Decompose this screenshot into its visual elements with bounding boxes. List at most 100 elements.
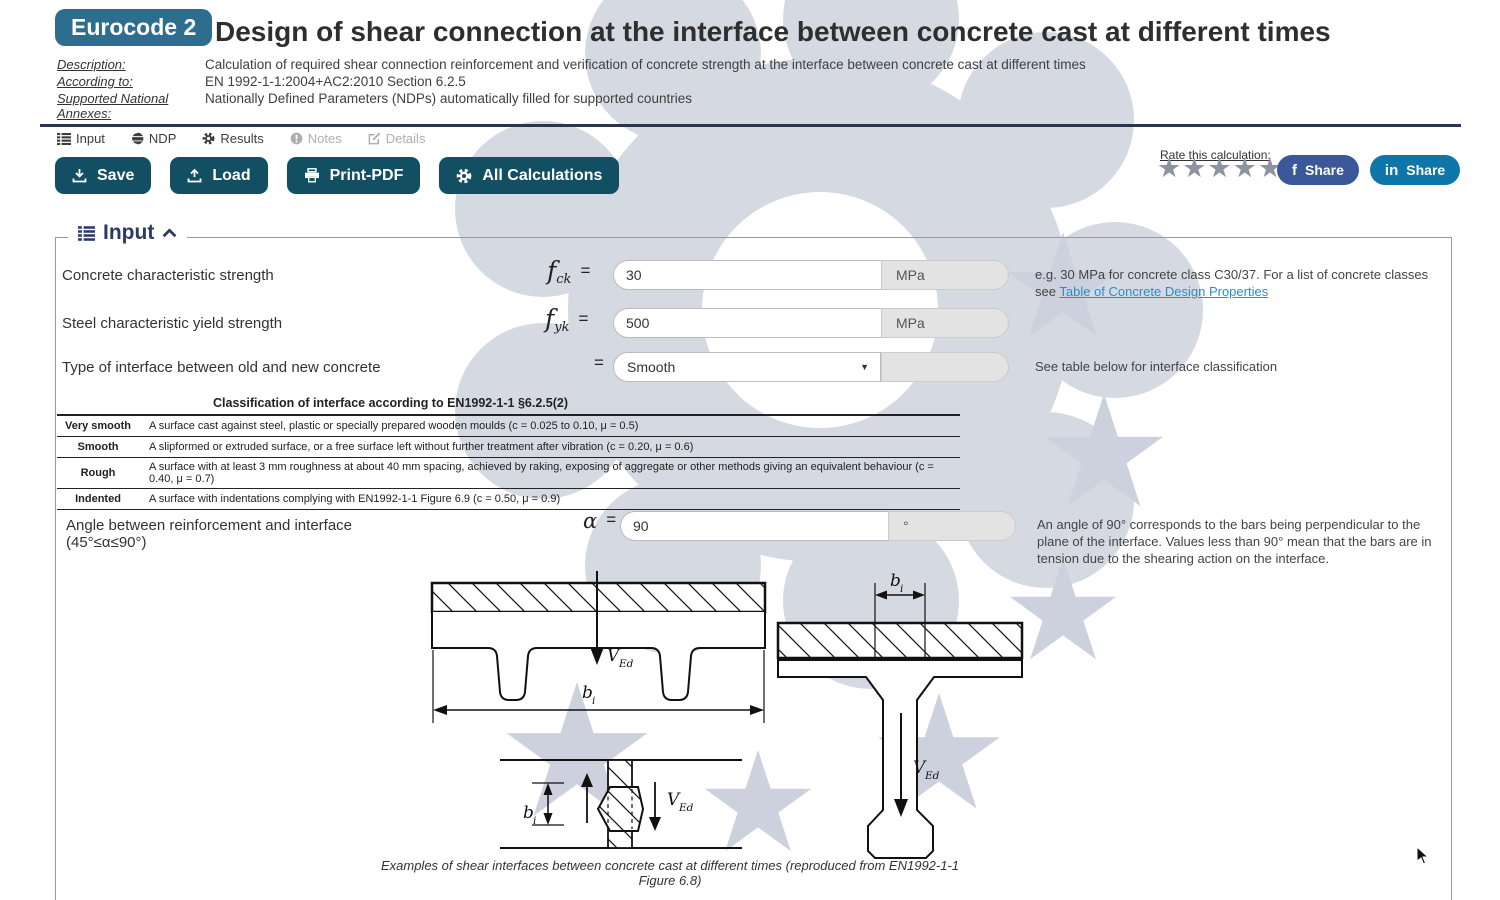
all-calculations-button-label: All Calculations: [482, 166, 603, 184]
tab-results[interactable]: Results: [202, 131, 264, 146]
meta-label-annexes: Supported National Annexes:: [57, 91, 169, 121]
svg-text:Ed: Ed: [618, 658, 634, 670]
gear-icon: [202, 132, 215, 145]
interface-unit-empty: [881, 352, 1009, 382]
chevron-up-icon: [162, 228, 177, 238]
linkedin-share-label: Share: [1406, 162, 1446, 178]
classification-table: Very smooth A surface cast against steel…: [57, 414, 960, 510]
facebook-share-button[interactable]: f Share: [1277, 155, 1359, 185]
tab-ndp[interactable]: NDP: [131, 131, 176, 146]
fck-input[interactable]: [613, 260, 881, 290]
linkedin-icon: in: [1384, 161, 1399, 179]
meta-label-description: Description:: [57, 57, 126, 72]
svg-text:b: b: [582, 683, 593, 703]
upload-icon: [187, 168, 202, 183]
header-meta: Description: Calculation of required she…: [57, 57, 1086, 121]
print-pdf-button-label: Print-PDF: [329, 166, 404, 184]
svg-text:Ed: Ed: [678, 802, 694, 814]
tab-input-label: Input: [76, 131, 105, 146]
alpha-input[interactable]: [620, 511, 888, 541]
tab-details-label: Details: [385, 131, 426, 146]
tab-bar: Input NDP Results Notes Details: [57, 131, 425, 146]
table-row: Rough A surface with at least 3 mm rough…: [57, 458, 960, 489]
download-icon: [72, 169, 87, 183]
meta-value-description: Calculation of required shear connection…: [205, 57, 1086, 72]
svg-text:i: i: [592, 695, 595, 707]
shear-interface-figure: V Ed b i b i V Ed: [430, 571, 1024, 859]
svg-text:b: b: [890, 571, 901, 591]
share-buttons: f Share in Share: [1277, 155, 1461, 185]
classification-table-title: Classification of interface according to…: [213, 396, 568, 410]
dropdown-caret-icon: ▼: [860, 362, 869, 372]
figure-caption: Examples of shear interfaces between con…: [380, 858, 960, 888]
input-section-border: [55, 237, 1452, 900]
meta-value-annexes: Nationally Defined Parameters (NDPs) aut…: [205, 91, 692, 106]
alpha-unit: °: [888, 511, 1016, 541]
fyk-label: Steel characteristic yield strength: [62, 315, 283, 332]
alpha-symbol: α =: [583, 509, 617, 533]
eurocode2-badge: Eurocode 2: [55, 9, 213, 46]
alpha-input-group: °: [620, 511, 1016, 541]
fck-help: e.g. 30 MPa for concrete class C30/37. F…: [1035, 267, 1429, 300]
tab-input[interactable]: Input: [57, 131, 105, 146]
list-icon: [78, 225, 95, 241]
info-icon: [290, 132, 303, 145]
concrete-properties-link[interactable]: Table of Concrete Design Properties: [1059, 284, 1269, 300]
watermark-stars: [506, 232, 1163, 852]
fyk-input[interactable]: [613, 308, 881, 338]
fck-label: Concrete characteristic strength: [62, 267, 274, 284]
input-section-title: Input: [103, 221, 155, 244]
tab-notes[interactable]: Notes: [290, 131, 342, 146]
linkedin-share-button[interactable]: in Share: [1369, 155, 1461, 185]
interface-type-select[interactable]: Smooth ▼: [613, 352, 881, 382]
toolbar: Save Load Print-PDF All Calculations: [55, 157, 620, 194]
load-button[interactable]: Load: [170, 157, 268, 194]
table-row: Indented A surface with indentations com…: [57, 489, 960, 510]
svg-text:Ed: Ed: [924, 770, 940, 782]
save-button[interactable]: Save: [55, 157, 152, 194]
interface-help: See table below for interface classifica…: [1035, 359, 1278, 374]
edit-icon: [368, 132, 380, 145]
table-row: Very smooth A surface cast against steel…: [57, 416, 960, 437]
input-section-legend[interactable]: Input: [68, 221, 188, 245]
meta-label-according-to: According to:: [57, 74, 133, 89]
diagram-shear-key: b i V Ed: [500, 759, 742, 849]
interface-eq: =: [594, 353, 604, 372]
svg-text:V: V: [913, 758, 927, 778]
facebook-icon: f: [1292, 161, 1297, 179]
mouse-cursor: [1416, 846, 1430, 865]
meta-value-according-to: EN 1992-1-1:2004+AC2:2010 Section 6.2.5: [205, 74, 466, 89]
svg-text:b: b: [523, 803, 534, 823]
header-divider: [40, 124, 1461, 127]
svg-text:i: i: [900, 583, 903, 595]
load-button-label: Load: [212, 166, 251, 184]
fyk-input-group: MPa: [613, 308, 1009, 338]
all-calculations-button[interactable]: All Calculations: [439, 157, 620, 194]
fyk-unit: MPa: [881, 308, 1009, 338]
tab-notes-label: Notes: [307, 131, 342, 146]
interface-type-label: Type of interface between old and new co…: [62, 359, 381, 376]
svg-text:i: i: [533, 815, 536, 827]
tab-details[interactable]: Details: [368, 131, 426, 146]
printer-icon: [304, 168, 319, 183]
print-pdf-button[interactable]: Print-PDF: [286, 157, 421, 194]
svg-text:V: V: [607, 646, 621, 666]
facebook-share-label: Share: [1305, 162, 1344, 178]
table-row: Smooth A slipformed or extruded surface,…: [57, 437, 960, 458]
interface-input-group: Smooth ▼: [613, 352, 1009, 382]
list-icon: [57, 132, 71, 145]
tab-results-label: Results: [220, 131, 264, 146]
rating-stars[interactable]: ★★★★★: [1157, 153, 1284, 183]
gear-icon: [457, 168, 472, 183]
page-title: Design of shear connection at the interf…: [215, 16, 1331, 47]
svg-text:V: V: [667, 790, 681, 810]
tab-ndp-label: NDP: [148, 131, 177, 146]
alpha-help: An angle of 90° corresponds to the bars …: [1037, 517, 1432, 567]
diagram-girder: b i V Ed: [776, 571, 1024, 859]
globe-icon: [131, 132, 144, 145]
diagram-double-tee: V Ed b i: [430, 571, 767, 723]
alpha-label: Angle between reinforcement and interfac…: [66, 517, 353, 551]
